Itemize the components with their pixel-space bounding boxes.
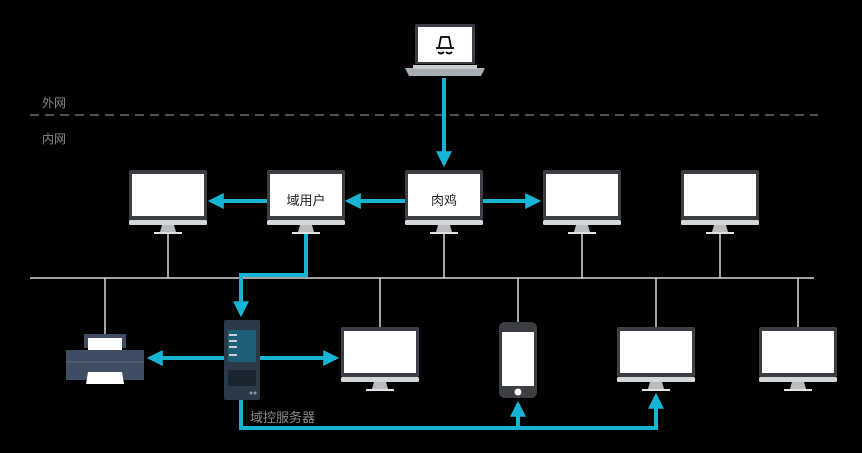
attacker-laptop	[405, 24, 485, 76]
monitor-1	[129, 170, 207, 234]
zone-label-internal: 内网	[42, 132, 67, 146]
monitor-8	[759, 327, 837, 391]
monitor-6	[341, 327, 419, 391]
monitor-5	[681, 170, 759, 234]
monitor-7	[617, 327, 695, 391]
arrow-domain-user-to-server	[233, 234, 308, 318]
arrow-server-to-monitor-7	[239, 392, 664, 430]
printer	[66, 334, 144, 384]
monitor-4	[543, 170, 621, 234]
smartphone	[499, 322, 537, 398]
zone-label-external: 外网	[42, 96, 67, 110]
domain-controller-server	[224, 320, 260, 400]
compromised-host-label: 肉鸡	[430, 194, 457, 209]
domain-controller-label: 域控服务器	[250, 411, 316, 426]
hacker-icon	[436, 36, 454, 55]
domain-user-label: 域用户	[286, 194, 326, 209]
attack-arrows	[146, 78, 664, 430]
network-bus	[30, 234, 814, 334]
